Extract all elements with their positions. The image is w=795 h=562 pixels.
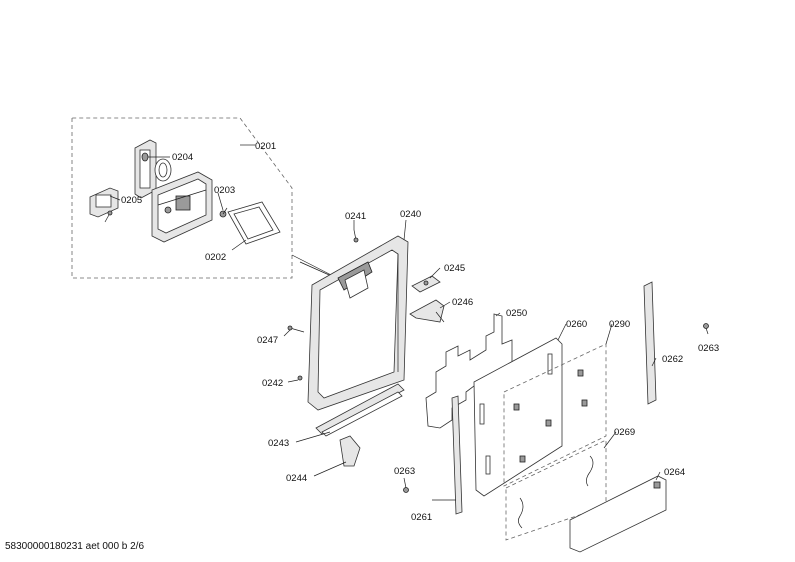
label-0250: 0250 — [506, 308, 527, 319]
part-0240-inner-door — [307, 235, 409, 411]
part-0263-screw-left — [403, 487, 409, 493]
label-0202: 0202 — [205, 252, 226, 263]
part-0262-strip — [643, 281, 657, 405]
part-number-labels: 0201 0204 0203 0205 0202 0241 0240 0245 … — [121, 141, 719, 523]
part-0264-plate — [569, 475, 667, 553]
label-0269: 0269 — [614, 427, 635, 438]
label-0241: 0241 — [345, 211, 366, 222]
part-0203-screw — [219, 207, 228, 218]
part-0261-strip — [451, 395, 463, 515]
document-code: 58300000180231 aet 000 b 2/6 — [5, 541, 145, 552]
label-0245: 0245 — [444, 263, 465, 274]
label-0247: 0247 — [257, 335, 278, 346]
leader-lines — [109, 144, 709, 501]
part-0204-ring — [154, 158, 172, 182]
label-0205: 0205 — [121, 195, 142, 206]
label-0244: 0244 — [286, 473, 307, 484]
label-0204: 0204 — [172, 152, 193, 163]
part-0243-rail — [315, 383, 405, 437]
label-0261: 0261 — [411, 512, 432, 523]
detail-inset — [71, 117, 293, 279]
part-0242-screw — [297, 375, 303, 381]
label-0290: 0290 — [609, 319, 630, 330]
label-0246: 0246 — [452, 297, 473, 308]
label-0262: 0262 — [662, 354, 683, 365]
part-control-housing — [151, 171, 213, 243]
label-0243: 0243 — [268, 438, 289, 449]
label-0242: 0242 — [262, 378, 283, 389]
part-0290-insulation — [503, 343, 607, 487]
label-0203: 0203 — [214, 185, 235, 196]
label-0264: 0264 — [664, 467, 685, 478]
label-0263-left: 0263 — [394, 466, 415, 477]
part-0202-gasket — [227, 201, 281, 245]
label-0260: 0260 — [566, 319, 587, 330]
part-0246-latch — [409, 299, 445, 323]
part-0244-bracket — [339, 435, 361, 467]
part-0205-frame — [89, 187, 119, 223]
label-0263-right: 0263 — [698, 343, 719, 354]
part-0260-panel — [473, 337, 563, 497]
part-0241-screw — [353, 229, 359, 243]
label-0240: 0240 — [400, 209, 421, 220]
part-0204-display-strip — [134, 139, 157, 199]
part-0245-bracket — [411, 275, 441, 293]
label-0201: 0201 — [255, 141, 276, 152]
part-0247-screw — [287, 325, 305, 333]
part-0263-screw-right — [703, 323, 709, 329]
